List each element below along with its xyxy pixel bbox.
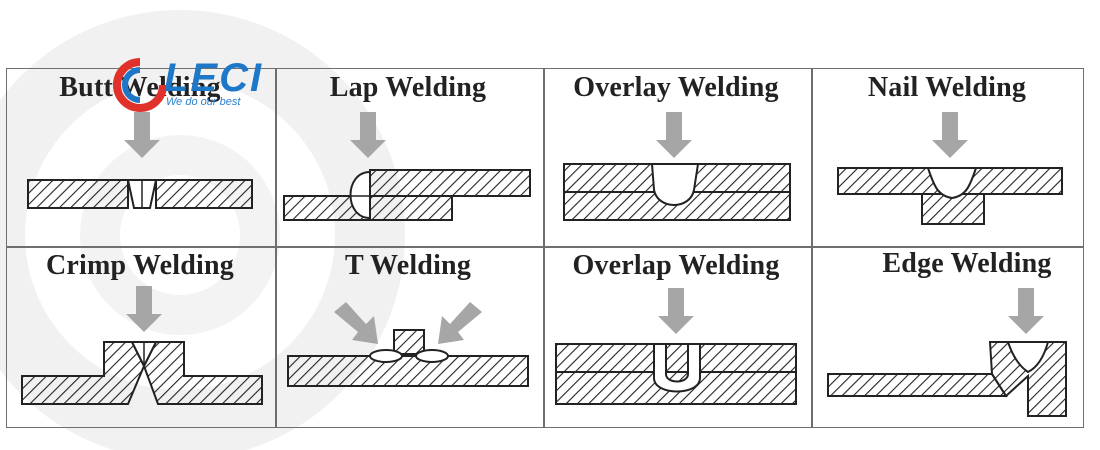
weld-bead (1006, 341, 1050, 374)
plate-vertical (988, 341, 1067, 417)
cell-t-welding: T Welding (274, 246, 542, 428)
cell-nail-welding: Nail Welding (810, 68, 1084, 246)
nail-block (921, 193, 985, 225)
plate-left (21, 341, 146, 405)
vertical-plate (393, 329, 425, 355)
weld-bead (349, 170, 371, 220)
logo-brand: LECI (164, 56, 264, 100)
overlay-welding-drawing (563, 112, 791, 221)
grid-divider-vertical (543, 69, 545, 427)
weld-bead-right (415, 349, 449, 363)
down-arrow-icon (658, 288, 694, 334)
down-arrow-icon (656, 112, 692, 158)
logo-slogan: We do our best (166, 96, 241, 108)
cell-overlap-welding: Overlap Welding (542, 246, 810, 428)
overlap-welding-drawing (555, 288, 797, 405)
cell-lap-welding: Lap Welding (274, 68, 542, 246)
plate-right (155, 179, 253, 209)
weld-bead (926, 167, 978, 200)
down-arrow-icon (126, 286, 162, 332)
down-arrow-icon (932, 112, 968, 158)
diagonal-arrow-left-icon (334, 302, 378, 344)
lap-welding-drawing (283, 112, 531, 221)
welding-types-grid (6, 68, 1084, 428)
weld-bead (653, 343, 701, 393)
title-overlap-welding: Overlap Welding (572, 250, 780, 281)
down-arrow-icon (1008, 288, 1044, 334)
plate-left (27, 179, 129, 209)
plate-horizontal (827, 373, 1008, 397)
butt-welding-drawing (27, 112, 253, 209)
logo-mark-icon (113, 58, 167, 112)
crimp-welding-drawing (21, 286, 263, 405)
cell-crimp-welding: Crimp Welding (6, 246, 274, 428)
diagonal-arrow-right-icon (438, 302, 482, 344)
title-edge-welding: Edge Welding (882, 248, 1052, 279)
title-lap-welding: Lap Welding (329, 72, 487, 103)
down-arrow-icon (350, 112, 386, 158)
t-welding-drawing (287, 302, 529, 387)
grid-divider-vertical (811, 69, 813, 427)
title-crimp-welding: Crimp Welding (45, 250, 234, 281)
plate-right (142, 341, 263, 405)
cell-overlay-welding: Overlay Welding (542, 68, 810, 246)
grid-divider-horizontal (7, 246, 1083, 248)
weld-bead-left (369, 349, 403, 363)
down-arrow-icon (124, 112, 160, 158)
nail-welding-drawing (837, 112, 1063, 225)
base-plate (287, 355, 529, 387)
cell-edge-welding: Edge Welding (810, 246, 1084, 428)
title-nail-welding: Nail Welding (867, 72, 1027, 103)
title-t-welding: T Welding (344, 250, 472, 281)
weld-bead (650, 163, 700, 206)
plate-top (555, 343, 797, 373)
grid-divider-vertical (275, 69, 277, 427)
edge-welding-drawing (827, 288, 1067, 417)
plate-top (369, 169, 531, 197)
title-overlay-welding: Overlay Welding (573, 72, 779, 103)
leci-logo: LECI We do our best (110, 56, 280, 114)
cell-butt-welding (6, 68, 274, 246)
